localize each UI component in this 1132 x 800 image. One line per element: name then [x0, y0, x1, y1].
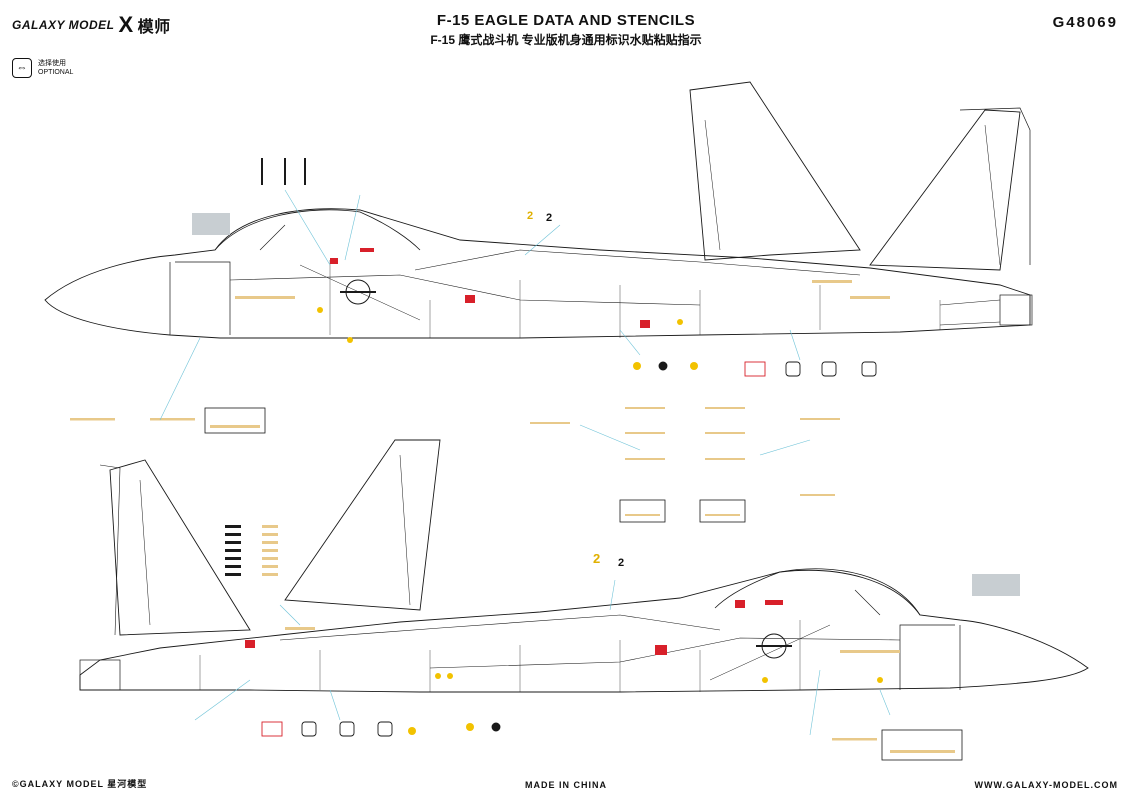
bottom-canopy [714, 568, 921, 616]
optional-label-en: OPTIONAL [38, 69, 74, 76]
top-intake [169, 261, 231, 335]
brand-mark: X [118, 12, 134, 37]
bottom-tan-stripes [262, 525, 278, 576]
center-stencils [530, 407, 840, 523]
top-red-stencils [330, 248, 650, 328]
page-subtitle: F-15 鹰式战斗机 专业版机身通用标识水贴粘贴指示 [430, 33, 702, 47]
brand-logo: GALAXY MODEL X 模师 [12, 12, 171, 38]
top-callout-number: 2 [546, 212, 552, 224]
product-code: G48069 [1052, 14, 1118, 31]
optional-legend: ⇔ 选择使用 OPTIONAL [12, 58, 73, 78]
bottom-tail-rear [109, 459, 251, 636]
bottom-red-stencils [245, 600, 783, 655]
bottom-yellow-stencils [435, 673, 883, 683]
top-callout-mark: 2 [527, 210, 533, 222]
double-arrow-icon: ⇔ [12, 58, 32, 78]
bottom-fuselage [79, 569, 1089, 693]
footer-copyright: ©GALAXY MODEL 星河模型 [12, 779, 148, 789]
top-fuselage [44, 208, 1031, 339]
brand-name: GALAXY MODEL [12, 18, 115, 32]
footer-made-in: MADE IN CHINA [525, 780, 607, 790]
top-aircraft [44, 81, 1033, 456]
bottom-intake [899, 624, 961, 690]
bottom-icon-row [261, 721, 501, 737]
footer-website[interactable]: WWW.GALAXY-MODEL.COM [974, 780, 1118, 790]
top-stabilizer [959, 107, 1031, 265]
top-yellow-stencils [317, 307, 683, 343]
top-icon-row [633, 361, 877, 377]
page-title: F-15 EAGLE DATA AND STENCILS [436, 12, 696, 29]
top-nozzle [999, 294, 1033, 326]
bottom-tail-front [284, 439, 441, 611]
top-tail-rear [689, 81, 861, 261]
bottom-stripes [225, 525, 241, 576]
top-canopy [214, 209, 421, 251]
bottom-callout-mark: 2 [593, 551, 600, 566]
brand-cn: 模师 [137, 19, 171, 36]
bottom-gray-panel [972, 574, 1020, 596]
bottom-nozzle [79, 659, 121, 691]
optional-label-cn: 选择使用 [38, 60, 66, 67]
top-tail-front [869, 109, 1021, 271]
top-gray-panel [192, 213, 230, 235]
bottom-callout-number: 2 [618, 557, 624, 569]
bottom-aircraft [79, 439, 1089, 761]
